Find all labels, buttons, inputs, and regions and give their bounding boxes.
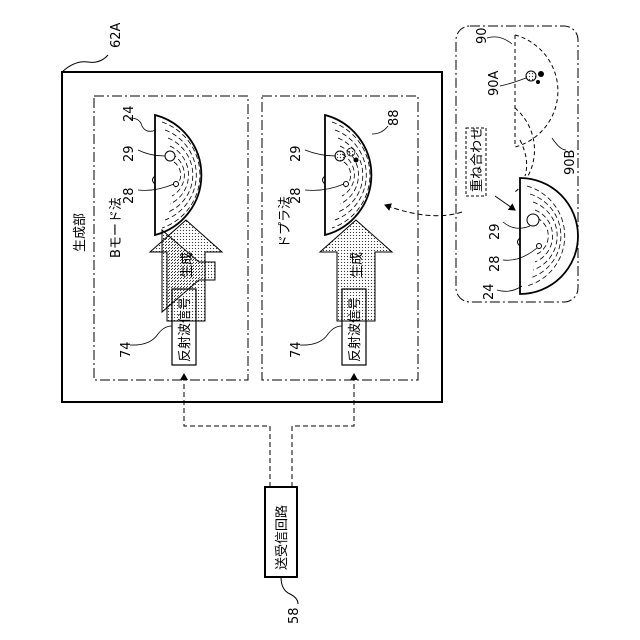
unit-title: 生成部 bbox=[73, 213, 88, 252]
overlay-flow-dot bbox=[536, 80, 540, 84]
overlay-flow-blob bbox=[538, 71, 544, 77]
doppler-panel: ドプラ法 29 28 88 生成 反射波信号 74 bbox=[262, 96, 418, 380]
ref-24-b: 24 bbox=[122, 105, 137, 122]
ref-74-doppler: 74 bbox=[289, 341, 304, 358]
transceiver: 送受信回路 58 bbox=[265, 487, 302, 624]
transceiver-title: 送受信回路 bbox=[274, 505, 290, 570]
ref-90: 90 bbox=[475, 27, 490, 44]
ref-28-overlay: 28 bbox=[488, 255, 503, 272]
leader-62A bbox=[62, 55, 108, 72]
ref-58: 58 bbox=[287, 607, 302, 624]
target-28-dot bbox=[174, 182, 179, 187]
ref-74-b: 74 bbox=[119, 341, 134, 358]
ref-90B: 90B bbox=[563, 150, 578, 175]
overlay-target-29 bbox=[527, 214, 539, 226]
overlay-doppler-fan bbox=[515, 35, 558, 147]
overlay-target-28 bbox=[537, 244, 542, 249]
target-29-circle bbox=[165, 151, 175, 161]
doppler-flow-29 bbox=[335, 151, 345, 161]
target-28-dot-doppler bbox=[344, 182, 349, 187]
overlay-result-image bbox=[518, 178, 579, 294]
generate-label-doppler: 生成 bbox=[350, 252, 365, 278]
ref-90A: 90A bbox=[487, 70, 502, 96]
superimpose-label: 重ね合わせ bbox=[469, 127, 485, 192]
reflected-signal-b: 反射波信号 bbox=[177, 297, 193, 362]
ref-88: 88 bbox=[387, 109, 402, 126]
doppler-image bbox=[323, 115, 372, 235]
overlay-panel: 90 90A 90B 重ね合わせ 29 bbox=[456, 26, 578, 302]
reflected-signal-doppler: 反射波信号 bbox=[347, 297, 363, 362]
ref-28-b: 28 bbox=[122, 187, 137, 204]
leader-58 bbox=[281, 577, 298, 604]
ref-29-overlay: 29 bbox=[488, 223, 503, 240]
overlay-to-doppler-arrow bbox=[385, 205, 462, 216]
signal-line-doppler bbox=[292, 374, 354, 487]
generate-label-b: 生成 bbox=[180, 252, 195, 278]
ref-24-overlay: 24 bbox=[482, 283, 497, 300]
doppler-flow-dot bbox=[354, 158, 359, 163]
overlay-connector bbox=[520, 140, 527, 176]
ref-62A: 62A bbox=[109, 22, 124, 48]
ref-29-doppler: 29 bbox=[289, 145, 304, 162]
doppler-flow-blob bbox=[347, 148, 355, 156]
b-mode-panel: Bモード法 24 29 28 生成 反射波信号 74 bbox=[94, 96, 248, 380]
overlay-flow-circle bbox=[526, 71, 536, 81]
b-mode-title: Bモード法 bbox=[109, 197, 124, 258]
b-mode-image bbox=[153, 115, 202, 235]
ref-28-doppler: 28 bbox=[289, 187, 304, 204]
signal-lines bbox=[184, 374, 354, 487]
signal-line-b bbox=[184, 374, 270, 487]
ref-29-b: 29 bbox=[122, 145, 137, 162]
